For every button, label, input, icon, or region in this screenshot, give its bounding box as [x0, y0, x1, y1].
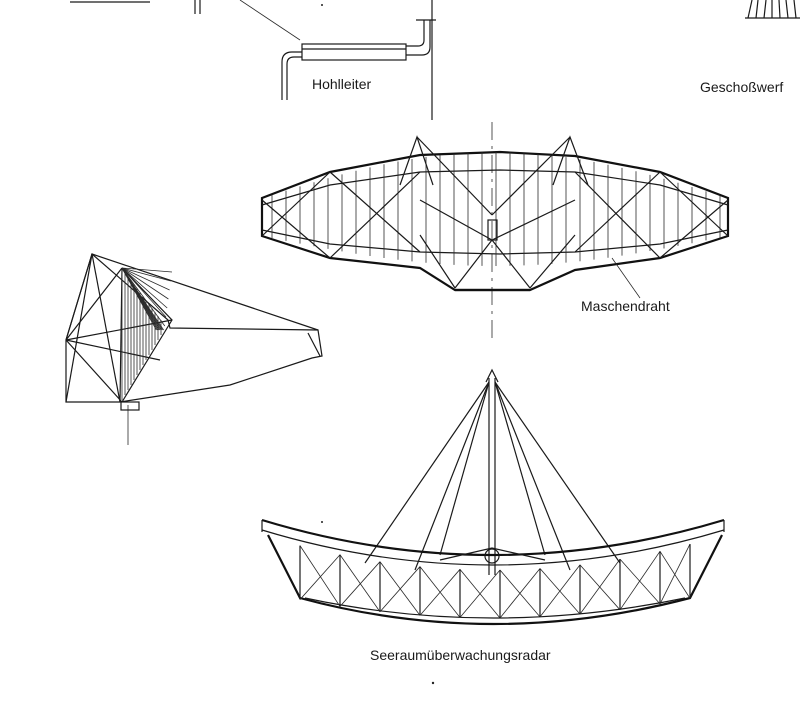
antenna-top-view	[260, 122, 730, 340]
waveguide-drawing	[70, 0, 436, 120]
label-hohlleiter: Hohlleiter	[312, 76, 372, 92]
sea-surveillance-radar	[261, 368, 725, 626]
antenna-side-view	[65, 252, 323, 445]
label-maschendraht: Maschendraht	[581, 298, 670, 314]
label-seeraumueberwachungsradar: Seeraumüberwachungsradar	[370, 647, 551, 663]
label-geschosswerfer: Geschoßwerf	[700, 79, 784, 95]
launcher-fragment	[745, 0, 800, 19]
